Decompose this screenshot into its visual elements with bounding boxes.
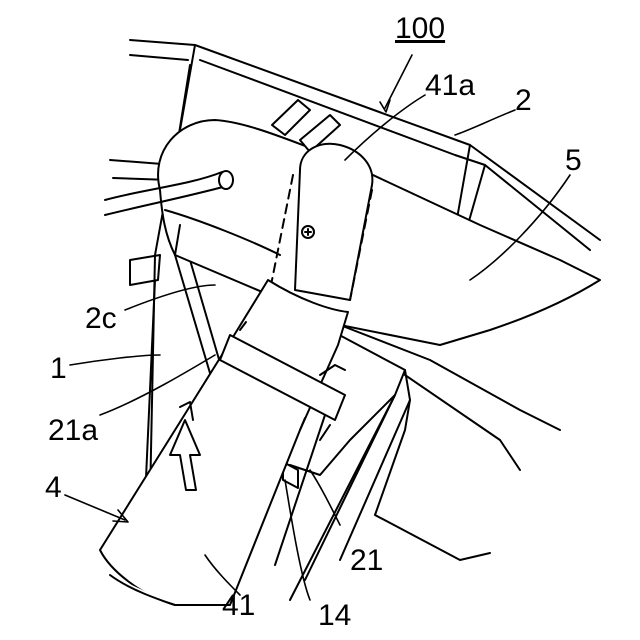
label-2: 2 <box>515 84 532 117</box>
label-5: 5 <box>565 144 582 177</box>
label-14: 14 <box>318 599 351 632</box>
label-21a: 21a <box>48 414 98 447</box>
figure-title: 100 <box>395 12 445 45</box>
label-4: 4 <box>45 471 62 504</box>
label-41: 41 <box>222 589 255 622</box>
label-1: 1 <box>50 352 67 385</box>
belt-41 <box>100 280 348 605</box>
label-2c: 2c <box>85 302 117 335</box>
label-21: 21 <box>350 544 383 577</box>
label-41a: 41a <box>425 69 475 102</box>
